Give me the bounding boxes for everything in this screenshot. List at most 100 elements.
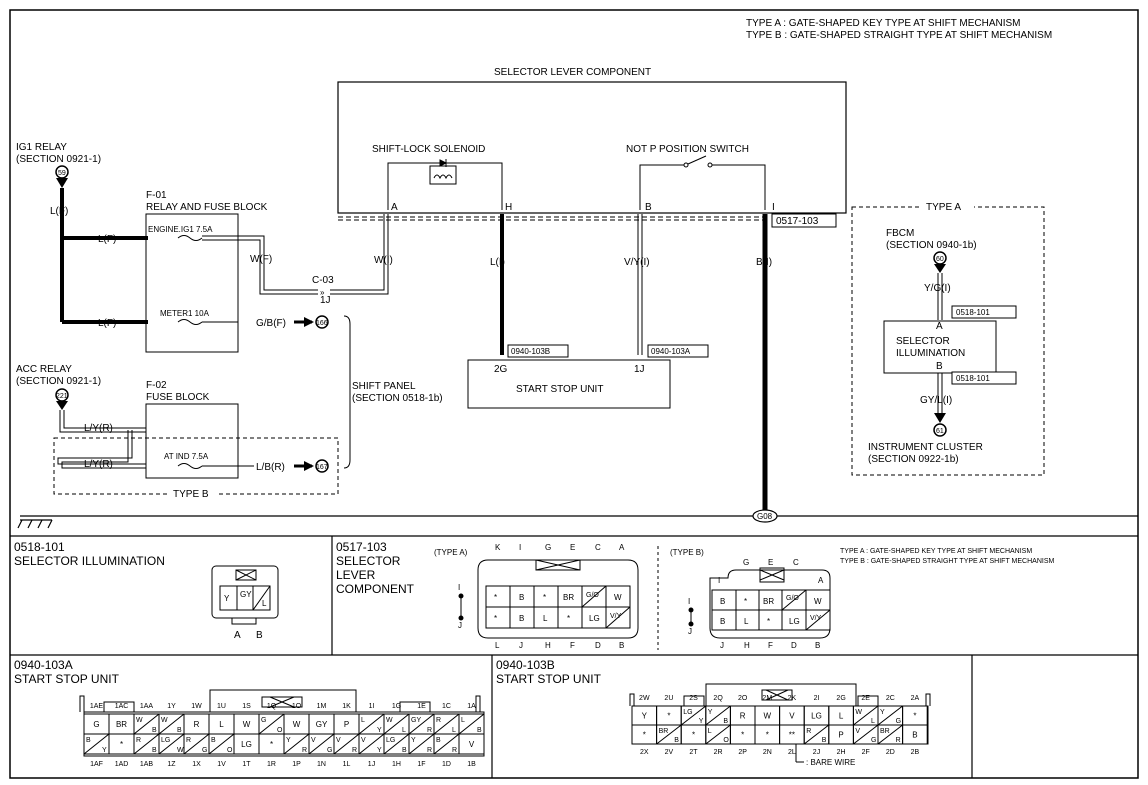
connector-cell-text: W bbox=[855, 709, 862, 716]
f02-fuse: AT IND 7.5A bbox=[164, 452, 209, 461]
connector-cell-text: W bbox=[136, 717, 143, 724]
connector-cell-text: GY bbox=[316, 720, 328, 729]
a-cell: B bbox=[519, 593, 524, 602]
not-p-switch-label: NOT P POSITION SWITCH bbox=[626, 144, 749, 155]
wire-wi-label: W(I) bbox=[374, 255, 393, 266]
type-b-label: TYPE B bbox=[173, 489, 209, 500]
cell-diagonal bbox=[877, 705, 903, 726]
connector-cell-text2: B bbox=[152, 747, 157, 754]
connector-bottom-label: 1R bbox=[267, 761, 276, 768]
c0518-cell-3: L bbox=[262, 599, 267, 608]
ig1-relay-section: (SECTION 0921-1) bbox=[16, 154, 101, 165]
c0517-type-b: (TYPE B) bbox=[670, 548, 704, 557]
cell-diagonal bbox=[158, 733, 185, 755]
a-top-pin: I bbox=[519, 543, 521, 552]
connector-top-label: 1W bbox=[191, 703, 202, 710]
c0518-pin-a: A bbox=[234, 630, 241, 641]
wire-li-label: L(I) bbox=[490, 257, 505, 268]
b-cell: B bbox=[720, 597, 725, 606]
connector-top-label: 2I bbox=[814, 695, 820, 702]
ssu-pin-2g: 2G bbox=[494, 364, 508, 375]
f02-box bbox=[145, 403, 239, 479]
connector-cell-text: R bbox=[186, 737, 191, 744]
ssu-pin-1j: 1J bbox=[634, 364, 645, 375]
wire-ygi-label: Y/G(I) bbox=[924, 283, 951, 294]
acc-relay-section: (SECTION 0921-1) bbox=[16, 376, 101, 387]
a-top-pin: C bbox=[595, 543, 601, 552]
selector-lever-title: SELECTOR LEVER COMPONENT bbox=[494, 67, 651, 78]
c0517-code: 0517-103 bbox=[336, 540, 387, 554]
c0517-a-bottom-pins: L J H F D B bbox=[495, 641, 624, 650]
selector-illum-1: SELECTOR bbox=[896, 336, 950, 347]
connector-c03-name: C-03 bbox=[312, 275, 334, 286]
connector-top-label: 2G bbox=[836, 695, 845, 702]
c0517-b-pin-a: A bbox=[818, 576, 824, 585]
a-cell: * bbox=[494, 614, 497, 623]
c103a-code: 0940-103A bbox=[14, 658, 73, 672]
connector-cell-text: * bbox=[643, 731, 646, 740]
wire-lyr-2: L/Y(R) bbox=[84, 459, 113, 470]
fbcm-arrow-icon bbox=[934, 264, 946, 273]
connector-cell-text: W bbox=[386, 717, 393, 724]
cell-diagonal bbox=[133, 713, 160, 735]
a-cell: G/O bbox=[586, 592, 599, 599]
connector-cell-text: W bbox=[243, 720, 251, 729]
c0517-a-row1: * B * BR G/O W bbox=[494, 592, 622, 602]
connector-top-label: 2S bbox=[689, 695, 698, 702]
connector-cell-text: LG bbox=[161, 737, 170, 744]
c0517-type-a-connector bbox=[477, 559, 639, 639]
connector-cell-text: * bbox=[913, 712, 916, 721]
type-a-conn-2: 0518-101 bbox=[956, 374, 990, 383]
connector-cell-text2: O bbox=[227, 747, 233, 754]
f02-id: F-02 bbox=[146, 380, 167, 391]
b-cell: B bbox=[720, 617, 725, 626]
connector-bottom-label: 1N bbox=[317, 761, 326, 768]
connector-cell-text2: Y bbox=[377, 747, 382, 754]
ssu-conn-b: 0940-103B bbox=[511, 347, 550, 356]
cell-diagonal bbox=[333, 733, 360, 755]
connector-cell bbox=[458, 733, 485, 755]
connector-cell-text2: G bbox=[896, 718, 901, 725]
connector-bottom-label: 1V bbox=[217, 761, 226, 768]
c103b-code: 0940-103B bbox=[496, 658, 555, 672]
connector-bottom-label: 1B bbox=[467, 761, 476, 768]
cell-diagonal bbox=[208, 733, 235, 755]
b-cell: LG bbox=[789, 617, 800, 626]
cell-diagonal bbox=[853, 705, 879, 726]
c103b-name: START STOP UNIT bbox=[496, 672, 602, 686]
connector-top-label: 2E bbox=[861, 695, 870, 702]
wire-bi-label: B(I) bbox=[756, 257, 772, 268]
connector-bottom-label: 2P bbox=[738, 749, 747, 756]
connector-cell-text: LG bbox=[683, 709, 692, 716]
connector-top-label: 1O bbox=[292, 703, 302, 710]
connector-cell-text2: B bbox=[477, 727, 482, 734]
c103a-name: START STOP UNIT bbox=[14, 672, 120, 686]
ssu-conn-a: 0940-103A bbox=[651, 347, 691, 356]
connector-top-label: 1Y bbox=[167, 703, 176, 710]
connector-cell-text: G bbox=[261, 717, 266, 724]
connector-cell-text: L bbox=[219, 720, 224, 729]
a-top-pin: K bbox=[495, 543, 501, 552]
connector-cell-text: B bbox=[86, 737, 91, 744]
connector-cell-text: LG bbox=[241, 740, 252, 749]
connector-cell-text: G bbox=[93, 720, 99, 729]
connector-cell-text: * bbox=[667, 712, 670, 721]
arrow-166-icon bbox=[304, 317, 314, 327]
connector-cell-text2: R bbox=[352, 747, 357, 754]
connector-cell-text: L bbox=[708, 728, 712, 735]
a-top-pin: G bbox=[545, 543, 551, 552]
connector-cell-text: Y bbox=[708, 709, 713, 716]
c0517-type-b-connector bbox=[709, 567, 831, 639]
connector-cell-text: V bbox=[336, 737, 341, 744]
connector-bottom-label: 2H bbox=[837, 749, 846, 756]
acc-arrow-icon bbox=[56, 401, 68, 410]
b-top-pin: G bbox=[743, 558, 749, 567]
cell-diagonal bbox=[258, 713, 285, 735]
c0517-note-b: TYPE B : GATE-SHAPED STRAIGHT TYPE AT SH… bbox=[840, 558, 1054, 565]
connector-cell-text: L bbox=[461, 717, 465, 724]
c0517-b-row2: B L * LG V/Y bbox=[720, 615, 822, 626]
connector-cell-text2: B bbox=[723, 718, 728, 725]
connector-bottom-label: 1AF bbox=[90, 761, 103, 768]
c0517-b-bottom-pins: J H F D B bbox=[720, 641, 820, 650]
